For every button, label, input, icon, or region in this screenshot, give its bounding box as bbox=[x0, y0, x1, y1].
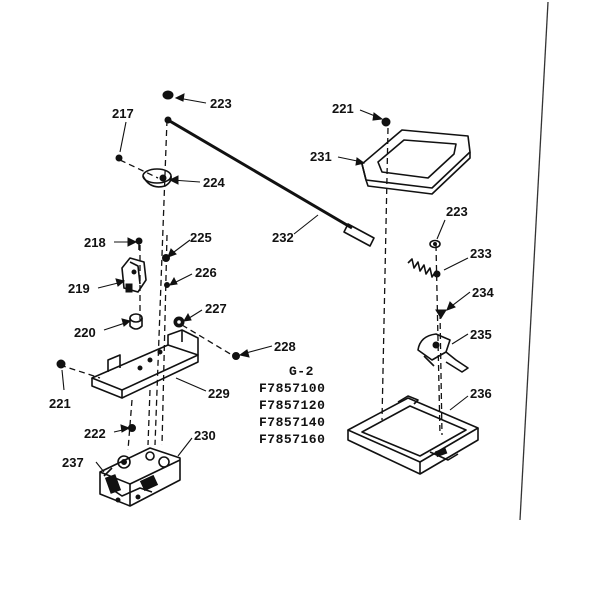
callout-233: 233 bbox=[470, 246, 492, 261]
callout-231: 231 bbox=[310, 149, 332, 164]
model-number-3: F7857140 bbox=[259, 415, 325, 430]
callout-230: 230 bbox=[194, 428, 216, 443]
screw-218 bbox=[135, 237, 143, 250]
callout-234: 234 bbox=[472, 285, 494, 300]
spacer-220 bbox=[129, 313, 143, 330]
callout-219: 219 bbox=[68, 281, 90, 296]
lever-235 bbox=[417, 333, 469, 373]
screw-234 bbox=[435, 309, 447, 319]
rod-232 bbox=[164, 116, 375, 247]
screw-221-right bbox=[381, 117, 391, 127]
callout-220: 220 bbox=[74, 325, 96, 340]
switch-219 bbox=[121, 257, 147, 293]
callout-221-right: 221 bbox=[332, 101, 354, 116]
callout-223-top: 223 bbox=[210, 96, 232, 111]
callout-235: 235 bbox=[470, 327, 492, 342]
model-number-4: F7857160 bbox=[259, 432, 325, 447]
pan-236 bbox=[347, 395, 479, 475]
callout-228: 228 bbox=[274, 339, 296, 354]
model-number-1: F7857100 bbox=[259, 381, 325, 396]
bracket-229 bbox=[91, 329, 199, 399]
callout-226: 226 bbox=[195, 265, 217, 280]
callout-236: 236 bbox=[470, 386, 492, 401]
callout-232: 232 bbox=[272, 230, 294, 245]
washer-223-right bbox=[429, 239, 441, 249]
screw-221-left bbox=[56, 359, 66, 369]
spring-233 bbox=[407, 258, 441, 278]
callout-217: 217 bbox=[112, 106, 134, 121]
leader-lines bbox=[61, 93, 471, 473]
model-number-2: F7857120 bbox=[259, 398, 325, 413]
callout-223-right: 223 bbox=[446, 204, 468, 219]
bearing-224 bbox=[142, 168, 172, 188]
model-group: G-2 bbox=[289, 364, 314, 379]
model-block: G-2 F7857100 F7857120 F7857140 F7857160 bbox=[259, 364, 325, 447]
screw-226 bbox=[164, 282, 170, 288]
callout-237: 237 bbox=[62, 455, 84, 470]
gasket-231 bbox=[361, 129, 471, 195]
callout-225: 225 bbox=[190, 230, 212, 245]
nut-227 bbox=[173, 316, 185, 328]
fastener-217 bbox=[115, 154, 123, 162]
callout-224: 224 bbox=[203, 175, 225, 190]
screw-223-top bbox=[162, 90, 174, 100]
callout-229: 229 bbox=[208, 386, 230, 401]
callout-221-left: 221 bbox=[49, 396, 71, 411]
screw-228 bbox=[232, 352, 240, 360]
callout-218: 218 bbox=[84, 235, 106, 250]
callout-227: 227 bbox=[205, 301, 227, 316]
callout-222: 222 bbox=[84, 426, 106, 441]
motor-230 bbox=[99, 447, 181, 507]
page-edge-line bbox=[519, 1, 549, 521]
callout-labels: 223 217 224 218 225 226 219 227 220 228 … bbox=[49, 96, 494, 470]
